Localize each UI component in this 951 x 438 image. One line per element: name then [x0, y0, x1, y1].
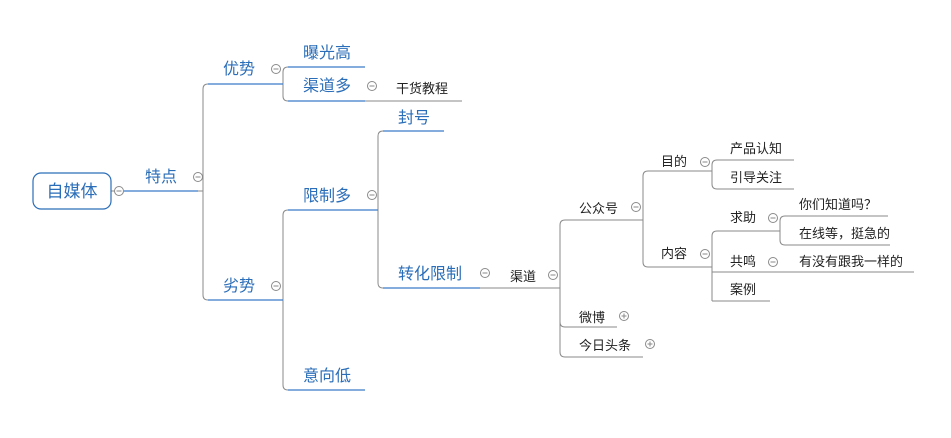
node-tutorial[interactable]: 干货教程	[396, 81, 448, 97]
node-exposure-high[interactable]: 曝光高	[303, 43, 351, 62]
node-do-you-know[interactable]: 你们知道吗？	[799, 197, 877, 213]
link-content-help	[711, 230, 780, 267]
node-channel[interactable]: 渠道	[510, 270, 536, 285]
node-content[interactable]: 内容	[661, 246, 687, 262]
node-case[interactable]: 案例	[730, 283, 756, 298]
link-dis-intent	[282, 300, 365, 391]
collapse-toggle-advantage[interactable]	[271, 64, 281, 74]
link-dis-limits	[282, 209, 378, 300]
node-online-urgent[interactable]: 在线等，挺急的	[799, 226, 890, 242]
node-ask-help[interactable]: 求助	[730, 211, 756, 226]
node-toutiao[interactable]: 今日头条	[579, 338, 631, 354]
node-disadvantage[interactable]: 劣势	[223, 276, 255, 295]
topic-underlines	[124, 66, 480, 391]
node-many-limits[interactable]: 限制多	[303, 186, 351, 205]
collapse-toggle-purpose[interactable]	[700, 157, 710, 167]
connectors	[111, 66, 914, 391]
expand-toggle-weibo[interactable]	[619, 311, 629, 321]
collapse-toggle-channels[interactable]	[367, 81, 377, 91]
collapse-toggle-resonance[interactable]	[768, 257, 778, 267]
collapse-toggle-help[interactable]	[768, 213, 778, 223]
root-label: 自媒体	[47, 182, 98, 202]
expand-toggle-toutiao[interactable]	[645, 339, 655, 349]
link-help-know	[779, 215, 888, 231]
node-anyone-same[interactable]: 有没有跟我一样的	[799, 254, 903, 270]
link-feature-advantage	[198, 83, 283, 192]
root-node[interactable]	[32, 172, 112, 210]
collapse-toggle-limits[interactable]	[367, 190, 377, 200]
collapse-toggle-disadvantage[interactable]	[271, 281, 281, 291]
link-help-urgent	[779, 231, 890, 246]
node-purpose[interactable]: 目的	[661, 154, 687, 170]
link-limits-ban	[377, 130, 444, 210]
collapse-toggle-root[interactable]	[114, 186, 124, 196]
link-limits-convert	[377, 210, 480, 289]
node-account-ban[interactable]: 封号	[398, 108, 430, 127]
collapse-toggle-conversion[interactable]	[480, 268, 490, 278]
collapse-toggle-features[interactable]	[193, 172, 203, 182]
collapse-toggle-channel[interactable]	[548, 270, 558, 280]
node-features[interactable]: 特点	[145, 167, 177, 186]
node-advantage[interactable]: 优势	[223, 59, 255, 78]
link-channel-gzh	[559, 219, 643, 288]
node-many-channels[interactable]: 渠道多	[303, 76, 351, 95]
collapse-toggle-content[interactable]	[700, 249, 710, 259]
node-weibo[interactable]: 微博	[579, 311, 605, 326]
node-wechat-official[interactable]: 公众号	[579, 202, 618, 217]
node-resonance[interactable]: 共鸣	[730, 254, 756, 270]
node-low-intent[interactable]: 意向低	[303, 366, 351, 385]
link-gzh-content	[642, 220, 712, 268]
link-adv-channels	[282, 84, 365, 102]
link-purpose-follow	[711, 171, 794, 190]
node-conversion-limit[interactable]: 转化限制	[398, 264, 462, 283]
link-feature-disadvantage	[202, 191, 283, 301]
link-channel-toutiao	[559, 288, 643, 358]
link-purpose-awareness	[711, 159, 794, 171]
link-adv-exposure	[282, 66, 365, 84]
collapse-toggle-wechat[interactable]	[631, 202, 641, 212]
link-gzh-purpose	[642, 170, 712, 220]
node-product-awareness[interactable]: 产品认知	[730, 141, 782, 157]
node-guide-follow[interactable]: 引导关注	[730, 171, 782, 186]
